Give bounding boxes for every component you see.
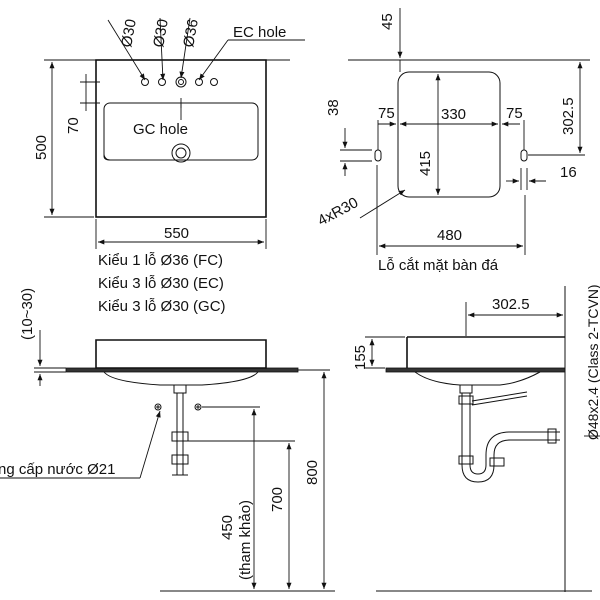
cutout-top-45: 45 (379, 13, 396, 30)
pipe-spec: Ø48x2.4 (Class 2-TCVN) (585, 284, 600, 440)
cutout-margin-right-75: 75 (506, 105, 523, 122)
hole-label-3: Ø36 (180, 18, 202, 49)
cutout-total-480: 480 (437, 227, 462, 244)
front-view: (10~30) ng cấp nước Ø21 450 (tham khảo) … (0, 288, 335, 592)
cutout-depth-302-5: 302.5 (560, 97, 577, 135)
tap-height-450: 450 (219, 515, 236, 540)
depth-70: 70 (65, 117, 82, 134)
tap-height-note: (tham khảo) (237, 500, 254, 580)
cutout-margin-left-75: 75 (378, 105, 395, 122)
hole-label-1: Ø30 (118, 18, 140, 49)
hole-option-gc: Kiểu 3 lỗ Ø30 (GC) (98, 298, 226, 315)
ec-hole-label: EC hole (233, 24, 286, 41)
side-view: 302.5 155 Ø48x2.4 (Class 2-TCVN) (352, 284, 600, 592)
cutout-view: 45 330 415 75 75 38 302.5 16 (315, 8, 590, 274)
cutout-caption: Lỗ cắt mặt bàn đá (378, 257, 499, 274)
cutout-offset-16: 16 (560, 164, 577, 181)
cutout-height-415: 415 (417, 151, 434, 176)
cutout-width-330: 330 (441, 106, 466, 123)
hole-label-2: Ø30 (150, 18, 172, 49)
hole-option-fc: Kiểu 1 lỗ Ø36 (FC) (98, 252, 223, 269)
counter-thickness: (10~30) (19, 288, 36, 340)
height-500: 500 (33, 135, 50, 160)
cutout-radius: 4xR30 (315, 194, 361, 229)
hole-option-ec: Kiểu 3 lỗ Ø30 (EC) (98, 275, 224, 292)
cutout-offset-38: 38 (325, 99, 342, 116)
gc-hole-label: GC hole (133, 121, 188, 138)
water-supply-label: ng cấp nước Ø21 (0, 461, 115, 478)
drain-height-700: 700 (269, 487, 286, 512)
side-height-155: 155 (352, 345, 369, 370)
side-depth-302-5: 302.5 (492, 296, 530, 313)
top-view: Ø30 Ø30 Ø36 EC hole GC hole 500 70 550 K… (33, 18, 305, 315)
total-height-800: 800 (304, 460, 321, 485)
width-550: 550 (164, 225, 189, 242)
